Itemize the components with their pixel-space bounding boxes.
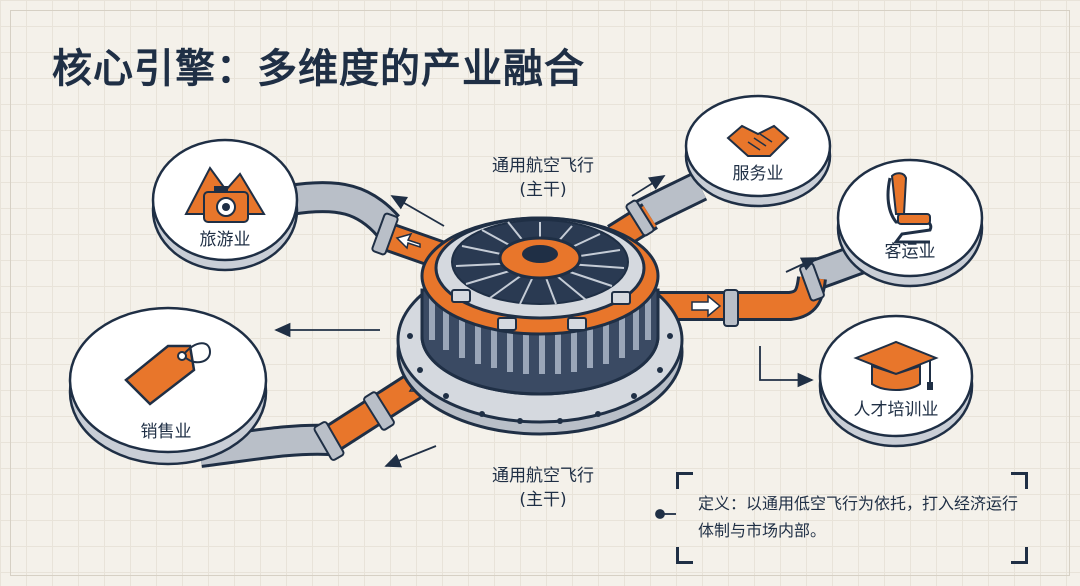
industry-label-passenger: 客运业 bbox=[884, 242, 936, 262]
engine-core bbox=[396, 216, 684, 436]
definition-text: 定义：以通用低空飞行为依托，打入经济运行体制与市场内部。 bbox=[698, 494, 1019, 540]
pipe-service-gray bbox=[632, 171, 708, 231]
price-tag-icon bbox=[124, 342, 212, 406]
page-frame bbox=[10, 10, 1070, 576]
definition-corner-tl bbox=[676, 472, 693, 489]
mountain-camera-icon bbox=[184, 166, 266, 223]
core-label-top: 通用航空飞行 (主干) bbox=[468, 154, 618, 202]
core-label-top-line1: 通用航空飞行 bbox=[492, 156, 594, 176]
industry-label-tourism: 旅游业 bbox=[199, 230, 251, 250]
industry-label-training: 人才培训业 bbox=[853, 400, 939, 420]
definition-corner-bl bbox=[676, 547, 693, 564]
core-label-bottom-line2: (主干) bbox=[519, 490, 567, 510]
pipe-flanges bbox=[313, 199, 825, 461]
core-label-top-line2: (主干) bbox=[519, 180, 567, 200]
industry-label-sales: 销售业 bbox=[140, 422, 192, 442]
industry-label-service: 服务业 bbox=[732, 164, 784, 184]
page-title: 核心引擎：多维度的产业融合 bbox=[52, 46, 585, 92]
handshake-icon bbox=[726, 124, 790, 157]
core-label-bottom-line1: 通用航空飞行 bbox=[492, 466, 594, 486]
definition-box: 定义：以通用低空飞行为依托，打入经济运行体制与市场内部。 bbox=[676, 472, 1028, 564]
graduation-cap-icon bbox=[853, 340, 939, 391]
seat-icon bbox=[886, 172, 933, 244]
definition-corner-br bbox=[1011, 547, 1028, 564]
definition-corner-tr bbox=[1011, 472, 1028, 489]
core-label-bottom: 通用航空飞行 (主干) bbox=[468, 464, 618, 512]
connector-arrows bbox=[274, 175, 818, 519]
pipe-tourism-gray bbox=[287, 181, 400, 237]
